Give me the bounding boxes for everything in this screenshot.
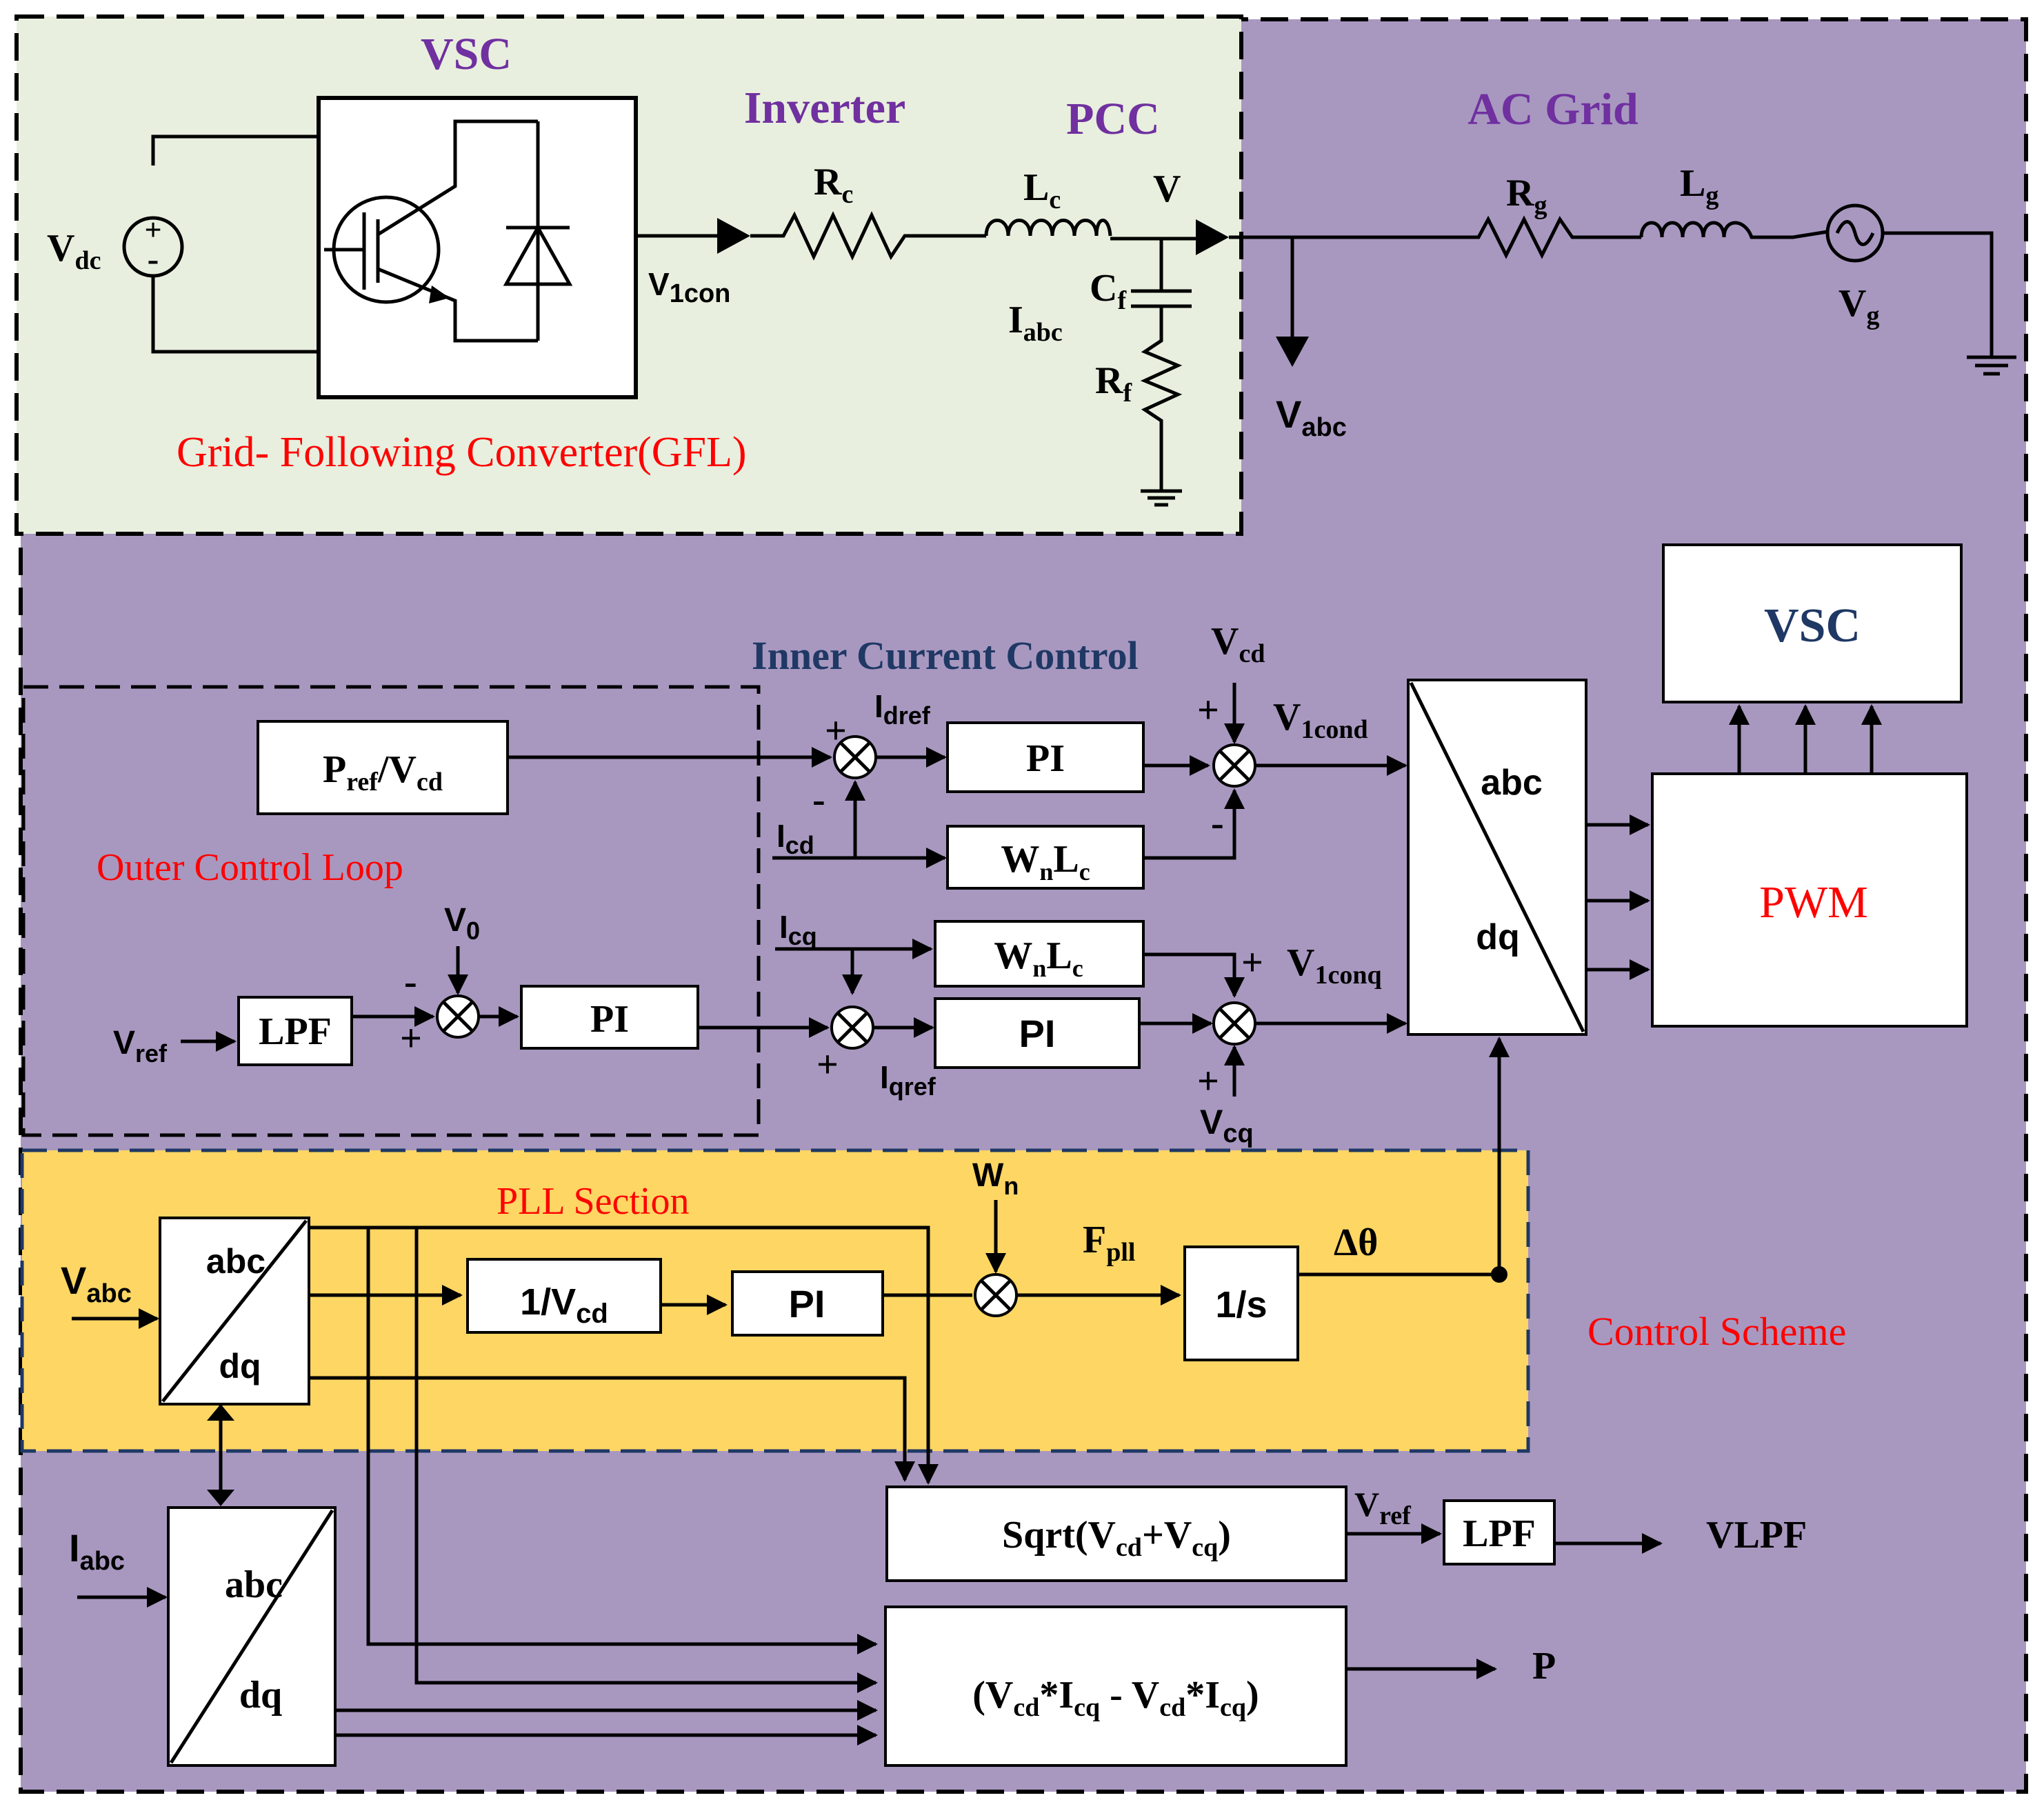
svg-text:-: - [812, 779, 825, 821]
svg-text:dq: dq [219, 1347, 261, 1385]
dtheta-label: Δθ [1334, 1221, 1378, 1264]
svg-text:+: + [400, 1017, 422, 1060]
v1cond-label: V1cond [1273, 696, 1368, 744]
svg-text:-: - [404, 961, 417, 1003]
svg-text:+: + [1241, 941, 1263, 984]
svg-text:PI: PI [590, 998, 629, 1041]
svg-text:-: - [148, 239, 159, 278]
v-label: V [1153, 168, 1181, 210]
vdc-label: Vdc [47, 227, 101, 275]
svg-text:+: + [1197, 689, 1219, 732]
pcc-arrow [1196, 219, 1229, 255]
outer-loop-region [21, 685, 761, 1137]
lg-inductor [1639, 221, 1828, 239]
power-calc-box [884, 1605, 1347, 1767]
inv-vcd-box [466, 1258, 662, 1334]
iabc-top-label: Iabc [1008, 299, 1063, 347]
wnlc-q-box [934, 920, 1145, 988]
svg-text:+: + [144, 213, 161, 247]
lc-inductor [984, 219, 1112, 237]
vg-label: Vg [1838, 282, 1879, 330]
vsc-switch-box [317, 96, 638, 399]
rc-label: Rc [814, 161, 853, 209]
pi-outer-box [520, 985, 699, 1050]
idref-label: Idref [874, 688, 931, 730]
pwm-box [1651, 772, 1968, 1028]
fpll-label: Fpll [1083, 1219, 1135, 1267]
wnlc-q-label: WnLc [994, 934, 1083, 982]
pi-pll-box [731, 1270, 884, 1337]
pi-q-box [934, 997, 1141, 1069]
wnlc-d-label: WnLc [1001, 838, 1090, 886]
vabc-top-label: Vabc [1276, 392, 1347, 442]
svg-text:+: + [825, 710, 847, 752]
svg-text:-: - [1211, 802, 1224, 845]
inner-current-control-title: Inner Current Control [752, 633, 1139, 678]
svg-text:LPF: LPF [1463, 1512, 1536, 1555]
svg-text:+: + [816, 1043, 839, 1086]
vcd-label: Vcd [1211, 620, 1265, 668]
svg-text:abc: abc [206, 1242, 265, 1281]
iqref-label: Iqref [880, 1059, 936, 1101]
ac-grid-title: AC Grid [1467, 84, 1639, 134]
pwm-label: PWM [1759, 877, 1868, 928]
svg-text:abc: abc [225, 1563, 283, 1606]
lc-label: Lc [1023, 166, 1061, 214]
v0-label: V0 [444, 902, 480, 945]
power-calc-label: (Vcd*Icq - Vcd*Icq) [972, 1674, 1259, 1722]
vlpf-label: VLPF [1706, 1514, 1807, 1557]
rc-resistor [750, 211, 986, 261]
svg-text:+: + [1197, 1060, 1219, 1103]
svg-text:PI: PI [1019, 1012, 1056, 1055]
vcq-label: Vcq [1200, 1103, 1254, 1148]
diode-icon [503, 223, 573, 286]
vsc-title: VSC [421, 29, 512, 79]
svg-text:LPF: LPF [259, 1010, 332, 1053]
p-label: P [1532, 1645, 1556, 1688]
pref-vcd-box [257, 720, 509, 815]
rf-resistor [1140, 306, 1183, 491]
icq-label: Icq [779, 909, 817, 950]
outer-control-loop-label: Outer Control Loop [97, 846, 403, 889]
pref-vcd-label: Pref/Vcd [323, 748, 443, 797]
vsc-box [1662, 543, 1963, 703]
icd-label: Icd [776, 818, 814, 859]
rg-resistor [1434, 215, 1641, 259]
iabc-bottom-label: Iabc [69, 1526, 125, 1576]
lpf-outer-box [237, 996, 353, 1066]
rf-label: Rf [1095, 359, 1132, 408]
svg-text:dq: dq [239, 1674, 282, 1717]
vabc-pll-label: Vabc [61, 1259, 132, 1308]
inverter-title: Inverter [744, 83, 906, 133]
pcc-title: PCC [1066, 94, 1160, 144]
inv-vcd-label: 1/Vcd [520, 1281, 608, 1329]
lpf-bottom-box [1443, 1499, 1556, 1565]
pll-title: PLL Section [497, 1180, 689, 1223]
wn-label: Wn [972, 1157, 1019, 1200]
v1con-arrow [717, 218, 750, 254]
cf-label: Cf [1090, 267, 1127, 315]
abc-label-control: abc [1481, 763, 1543, 803]
rg-label: Rg [1506, 172, 1547, 220]
sqrt-label: Sqrt(Vcd+Vcq) [1002, 1514, 1231, 1562]
svg-text:1/s: 1/s [1215, 1284, 1267, 1325]
control-scheme-label: Control Scheme [1587, 1309, 1846, 1354]
v1con-label: V1con [648, 266, 730, 308]
sqrt-box [885, 1485, 1347, 1582]
vref-bottom-label: Vref [1354, 1485, 1412, 1530]
pi-d-box [946, 721, 1145, 793]
igbt-icon [324, 119, 540, 343]
vref-outer-label: Vref [113, 1025, 168, 1068]
svg-text:PI: PI [1026, 737, 1065, 780]
vsc-box-label: VSC [1764, 599, 1861, 652]
wnlc-d-box [946, 825, 1145, 890]
svg-text:PI: PI [789, 1282, 825, 1325]
lg-label: Lg [1680, 162, 1719, 210]
dq-label-control: dq [1476, 917, 1520, 957]
gfl-label: Grid- Following Converter(GFL) [177, 429, 747, 476]
dc-source: + - [122, 134, 319, 354]
v1conq-label: V1conq [1287, 941, 1382, 990]
integrator-box [1183, 1245, 1299, 1361]
